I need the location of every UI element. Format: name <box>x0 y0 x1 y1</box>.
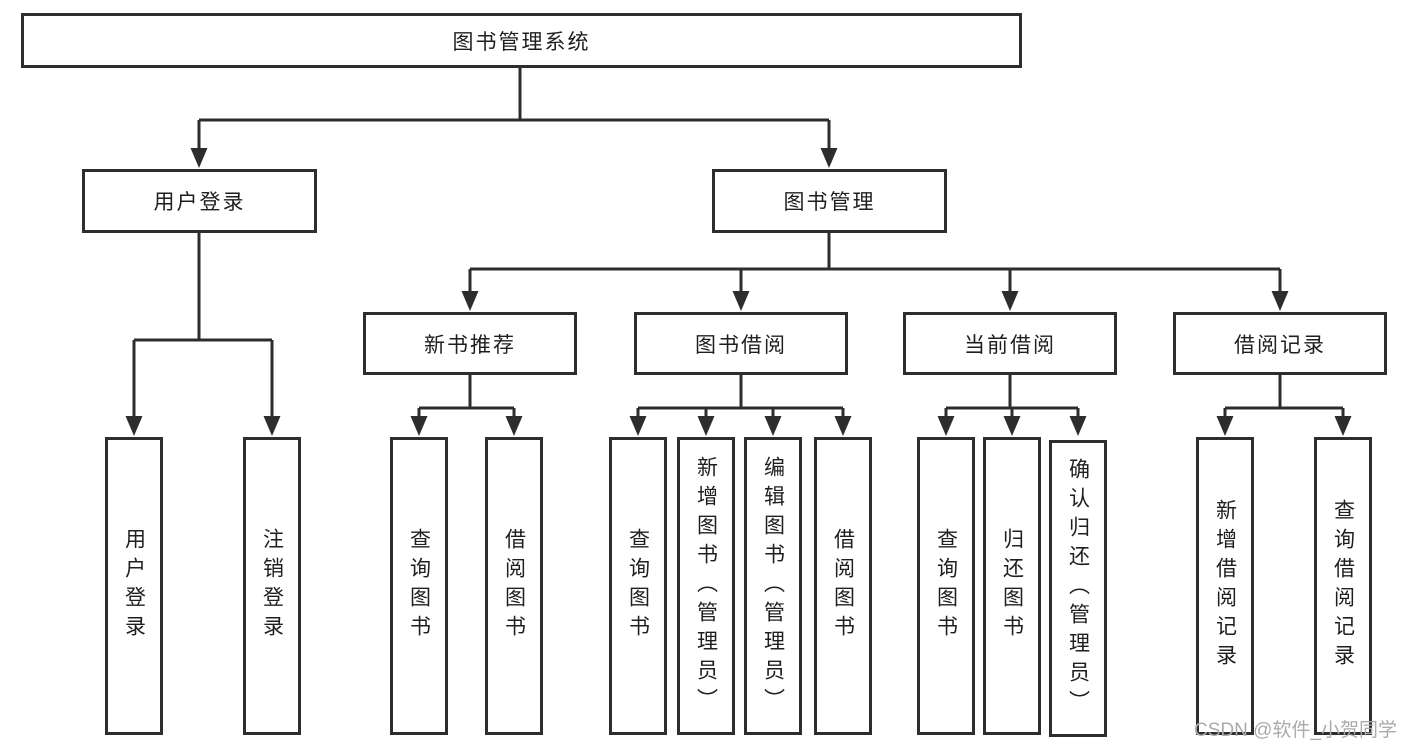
leaf-user-login: 用户登录 <box>105 437 163 735</box>
leaf-confirm-return-admin: 确认归还（管理员） <box>1049 440 1107 737</box>
leaf-return-books: 归还图书 <box>983 437 1041 735</box>
node-library-management-system: 图书管理系统 <box>21 13 1022 68</box>
leaf-add-books-admin: 新增图书（管理员） <box>677 437 735 735</box>
connector-book-management-to-groups <box>461 233 1289 311</box>
node-new-book-recommendation: 新书推荐 <box>363 312 577 375</box>
connector-root-to-level2 <box>190 68 838 168</box>
watermark-csdn: CSDN @软件_小贺同学 <box>1194 720 1397 741</box>
connector-book-borrowing-to-leaves <box>629 375 852 436</box>
connector-user-login-to-leaves <box>125 233 281 436</box>
leaf-edit-books-admin: 编辑图书（管理员） <box>744 437 802 735</box>
node-borrowing-records: 借阅记录 <box>1173 312 1387 375</box>
node-book-management: 图书管理 <box>712 169 947 233</box>
leaf-query-books-recommendation: 查询图书 <box>390 437 448 735</box>
leaf-query-books-current: 查询图书 <box>917 437 975 735</box>
node-book-borrowing: 图书借阅 <box>634 312 848 375</box>
node-current-borrowing: 当前借阅 <box>903 312 1117 375</box>
connector-new-book-recommendation-to-leaves <box>410 375 523 436</box>
leaf-add-borrow-record: 新增借阅记录 <box>1196 437 1254 735</box>
leaf-borrow-books-recommendation: 借阅图书 <box>485 437 543 735</box>
leaf-logout-login: 注销登录 <box>243 437 301 735</box>
node-user-login: 用户登录 <box>82 169 317 233</box>
leaf-query-borrow-record: 查询借阅记录 <box>1314 437 1372 735</box>
leaf-borrow-books-borrowing: 借阅图书 <box>814 437 872 735</box>
connector-borrowing-records-to-leaves <box>1216 375 1352 436</box>
connector-current-borrowing-to-leaves <box>937 375 1087 436</box>
leaf-query-books-borrowing: 查询图书 <box>609 437 667 735</box>
